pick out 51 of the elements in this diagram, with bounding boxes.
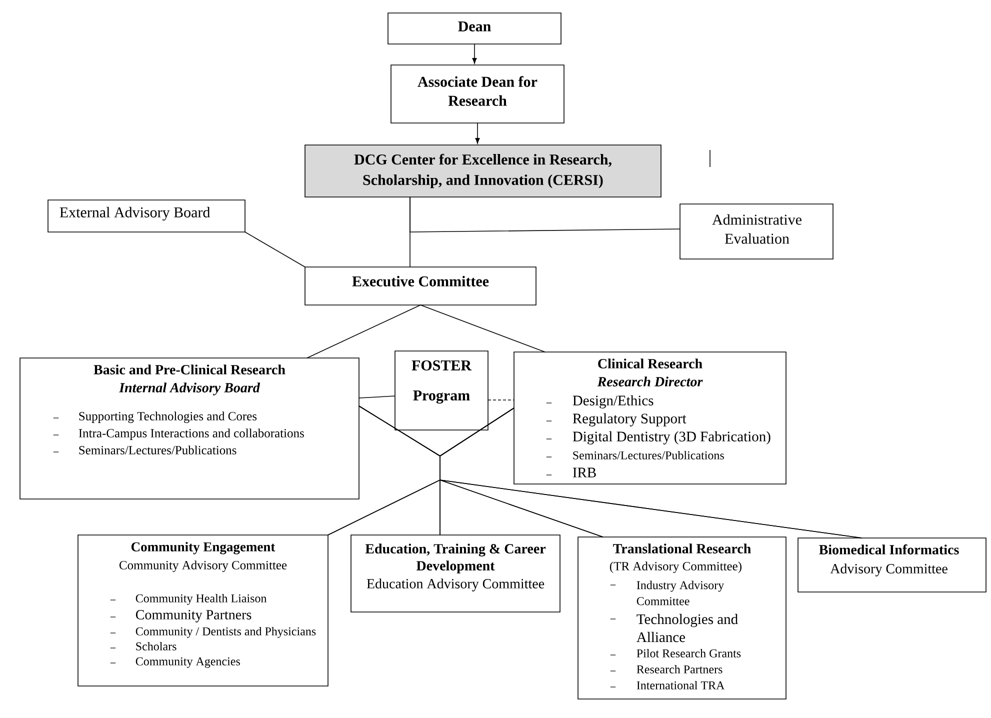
org-box: External Advisory Board — [48, 200, 246, 232]
list-item: IRB — [572, 468, 596, 478]
unit-heading: Community Engagement — [131, 542, 276, 554]
unit-heading: Education, Training & Career Development — [365, 544, 546, 574]
connector-line — [410, 196, 680, 232]
unit-subtitle: Advisory Committee — [830, 564, 948, 576]
list-item: Community Partners — [136, 610, 252, 622]
list-item: Pilot Research Grants — [636, 648, 741, 658]
org-box — [798, 538, 986, 592]
connector-line — [440, 408, 862, 538]
list-item: Digital Dentistry (3D Fabrication) — [572, 431, 770, 444]
list-item: Seminars/Lectures/Publications — [79, 446, 236, 454]
unit-subtitle: (TR Advisory Committee) — [610, 562, 742, 573]
org-box — [78, 534, 328, 686]
connector-line — [420, 304, 546, 352]
list-item: Technologies and Alliance — [636, 614, 738, 642]
unit-subtitle: Research Director — [597, 376, 703, 386]
connector-line — [306, 304, 421, 358]
unit-heading: Basic and Pre-Clinical Research — [94, 364, 286, 374]
list-item: International TRA — [636, 680, 725, 690]
list-item: Intra-Campus Interactions and collaborations — [78, 428, 304, 440]
org-box — [578, 536, 786, 700]
list-item: Community / Dentists and Physicians — [136, 626, 316, 638]
org-box: Associate Dean for Research — [390, 64, 564, 124]
list-item: Seminars/Lectures/Publications — [573, 450, 724, 460]
org-box — [20, 358, 360, 500]
org-box: Administrative Evaluation — [680, 204, 834, 260]
unit-subtitle: Education Advisory Committee — [366, 578, 544, 592]
org-box: DCG Center for Excellence in Research, Scholarship, and Innovation (CERSI) — [304, 144, 662, 198]
list-item: Community Agencies — [136, 657, 240, 668]
connector-line — [358, 396, 396, 398]
connector-line — [244, 232, 306, 268]
list-item: Supporting Technologies and Cores — [79, 412, 257, 423]
unit-subtitle: Internal Advisory Board — [118, 382, 260, 396]
org-box: Dean — [388, 12, 562, 44]
list-item: Community Health Liaison — [136, 594, 267, 605]
unit-heading: Biomedical Informatics — [819, 544, 959, 554]
list-item: Industry Advisory Committee — [636, 580, 724, 606]
list-item: Design/Ethics — [572, 395, 654, 408]
unit-heading: Translational Research — [613, 544, 751, 554]
list-item: Research Partners — [636, 664, 722, 674]
org-box — [350, 534, 560, 612]
org-box: FOSTER Program — [394, 350, 488, 430]
unit-subtitle: Community Advisory Committee — [120, 560, 287, 572]
org-box: Executive Committee — [304, 266, 536, 306]
list-item: Regulatory Support — [572, 413, 686, 426]
unit-heading: Clinical Research — [598, 358, 702, 368]
arrow — [472, 44, 477, 64]
arrow — [475, 122, 480, 144]
list-item: Scholars — [136, 642, 176, 650]
org-box — [514, 352, 786, 484]
